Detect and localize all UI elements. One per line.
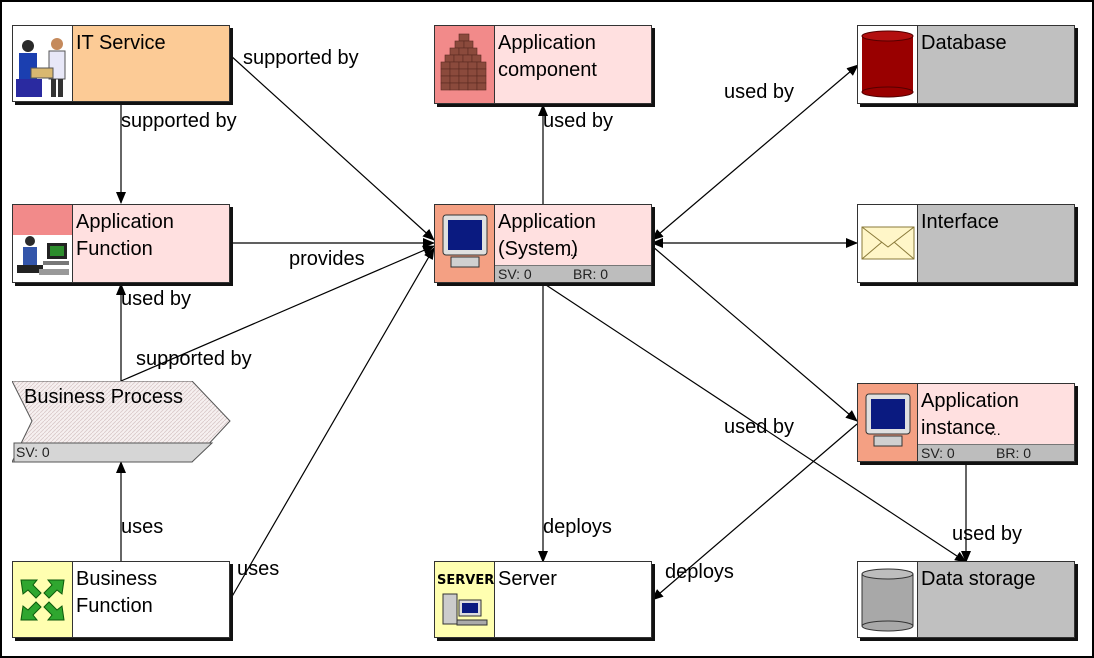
- computer-monitor-icon: [435, 205, 495, 282]
- node-label: Database: [921, 32, 1007, 54]
- edge-label: provides: [289, 248, 365, 270]
- node-it-service[interactable]: IT Service: [12, 25, 230, 102]
- server-icon-text: SERVER: [437, 573, 494, 588]
- edge-label: used by: [724, 81, 795, 103]
- edge-instance-to-server: [651, 423, 858, 601]
- edge-label: used by: [543, 110, 614, 132]
- node-data-storage[interactable]: Data storage: [857, 561, 1075, 638]
- sv-value: SV: 0: [921, 445, 955, 461]
- node-label: Data storage: [921, 568, 1036, 590]
- node-business-function[interactable]: Business Function: [12, 561, 230, 638]
- edge-process-to-system: [120, 245, 435, 382]
- node-application-system[interactable]: Application (System) ... SV: 0 BR: 0: [434, 204, 652, 283]
- brick-wall-icon: [435, 26, 495, 103]
- envelope-icon: [858, 205, 918, 282]
- person-at-computer-icon: [13, 205, 73, 282]
- node-label: Business Process: [24, 386, 183, 408]
- help-desk-people-icon: [13, 26, 73, 101]
- edge-label: supported by: [136, 348, 252, 370]
- gray-cylinder-icon: [858, 562, 918, 637]
- edge-label: deploys: [543, 516, 612, 538]
- edge-label: supported by: [121, 110, 237, 132]
- edge-label: supported by: [243, 47, 359, 69]
- server-computer-icon: SERVER: [435, 562, 495, 637]
- edge-bfunction-to-system: [229, 247, 435, 601]
- green-arrows-icon: [13, 562, 73, 637]
- node-label: Server: [498, 568, 557, 590]
- node-interface[interactable]: Interface: [857, 204, 1075, 283]
- edge-system-to-database: [651, 64, 859, 241]
- node-application-component[interactable]: Application component: [434, 25, 652, 104]
- node-business-process[interactable]: Business Process SV: 0: [12, 381, 232, 463]
- sv-value: SV: 0: [498, 266, 532, 282]
- ellipsis: ...: [989, 422, 1001, 438]
- status-bar: SV: 0 BR: 0: [495, 265, 651, 282]
- edge-it-service-to-system: [229, 54, 435, 241]
- edge-label: uses: [121, 516, 164, 538]
- node-server[interactable]: SERVER Server: [434, 561, 652, 638]
- node-label: Business Function: [76, 568, 158, 617]
- process-chevron-shape: [12, 381, 231, 463]
- edge-system-to-storage: [542, 282, 967, 563]
- edge-label: used by: [121, 288, 192, 310]
- edge-system-to-instance: [651, 245, 858, 422]
- node-label: Application Function: [76, 211, 174, 260]
- node-label: Interface: [921, 211, 999, 233]
- node-database[interactable]: Database: [857, 25, 1075, 104]
- computer-monitor-icon: [858, 384, 918, 461]
- sv-value: SV: 0: [16, 444, 50, 460]
- edge-label: deploys: [665, 561, 734, 583]
- node-label: Application component: [498, 32, 597, 81]
- edge-label: used by: [724, 416, 795, 438]
- node-application-instance[interactable]: Application instance ... SV: 0 BR: 0: [857, 383, 1075, 462]
- node-application-function[interactable]: Application Function: [12, 204, 230, 283]
- status-bar: SV: 0 BR: 0: [918, 444, 1074, 461]
- node-label: Application instance: [921, 390, 1019, 439]
- database-cylinder-icon: [858, 26, 918, 103]
- br-value: BR: 0: [573, 266, 609, 282]
- edge-label: used by: [952, 523, 1023, 545]
- edge-label: uses: [237, 558, 280, 580]
- node-label: Application (System): [498, 211, 596, 260]
- node-label: IT Service: [76, 32, 166, 54]
- br-value: BR: 0: [996, 445, 1032, 461]
- ellipsis: ...: [566, 243, 578, 259]
